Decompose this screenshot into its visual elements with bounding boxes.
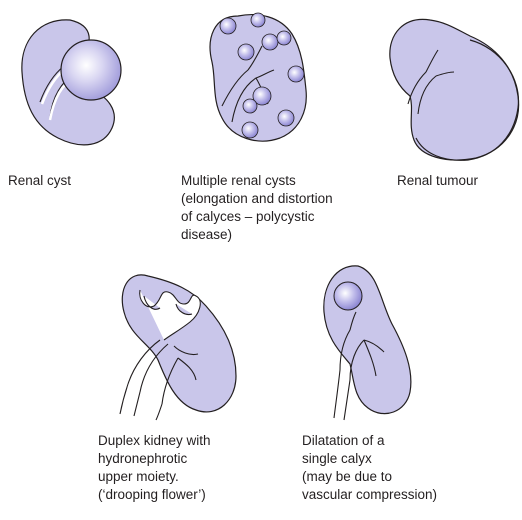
caption-line: upper moiety.	[98, 468, 211, 486]
caption-line: of calyces – polycystic	[181, 208, 333, 226]
caption-line: Duplex kidney with	[98, 432, 211, 450]
caption-line: Dilatation of a	[302, 432, 437, 450]
caption-duplex-kidney: Duplex kidney with hydronephrotic upper …	[98, 432, 211, 504]
polycystic-kidney	[210, 13, 306, 141]
renal-cyst-kidney	[22, 20, 121, 145]
caption-line: disease)	[181, 226, 333, 244]
caption-line: (‘drooping flower’)	[98, 486, 211, 504]
renal-cyst-circle	[61, 40, 121, 100]
caption-renal-tumour: Renal tumour	[397, 172, 478, 190]
caption-line: Multiple renal cysts	[181, 172, 333, 190]
dilated-calyx-kidney	[324, 266, 411, 420]
caption-line: Renal tumour	[397, 172, 478, 190]
caption-line: (may be due to	[302, 468, 437, 486]
caption-renal-cyst: Renal cyst	[8, 172, 71, 190]
caption-line: hydronephrotic	[98, 450, 211, 468]
caption-line: single calyx	[302, 450, 437, 468]
duplex-kidney-illustration	[120, 275, 236, 420]
caption-multiple-renal-cysts: Multiple renal cysts (elongation and dis…	[181, 172, 333, 244]
caption-line: (elongation and distortion	[181, 190, 333, 208]
caption-line: Renal cyst	[8, 172, 71, 190]
caption-line: vascular compression)	[302, 486, 437, 504]
renal-tumour-kidney	[390, 19, 519, 160]
caption-dilated-calyx: Dilatation of a single calyx (may be due…	[302, 432, 437, 504]
dilated-calyx-circle	[334, 282, 362, 310]
